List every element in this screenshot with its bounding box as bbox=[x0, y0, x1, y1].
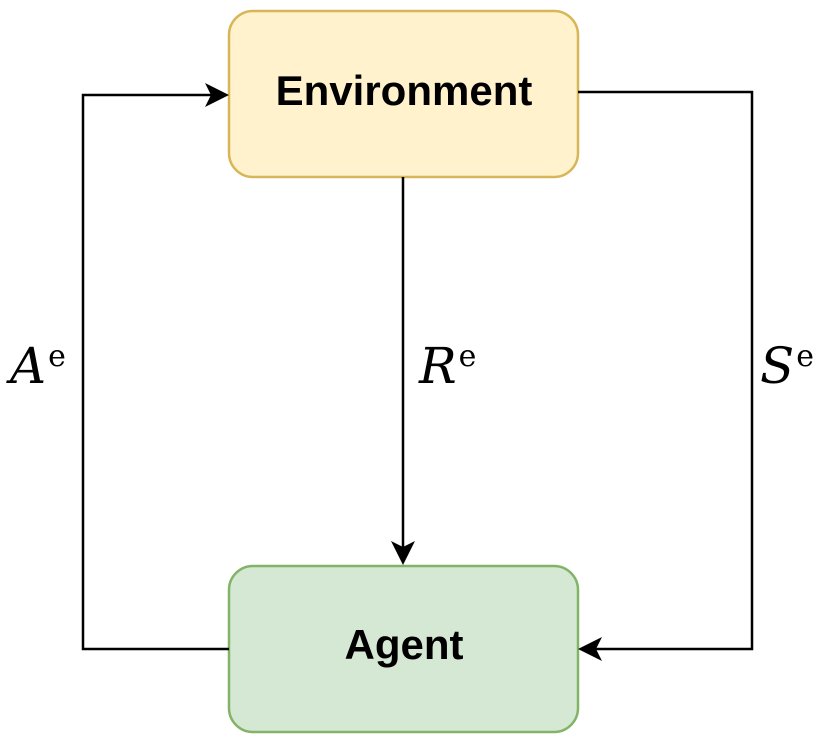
agent-node: Agent bbox=[227, 564, 580, 734]
agent-label: Agent bbox=[345, 621, 464, 668]
reward-edge: Re bbox=[391, 177, 476, 565]
state-edge-line bbox=[578, 90, 754, 651]
action-edge-line bbox=[81, 93, 229, 651]
reward-edge-label: Re bbox=[418, 337, 476, 395]
environment-node: Environment bbox=[227, 9, 580, 179]
action-edge-label: Ae bbox=[6, 337, 66, 395]
action-arrowhead bbox=[205, 83, 229, 107]
state-edge: Se bbox=[578, 90, 814, 661]
state-edge-label: Se bbox=[760, 337, 814, 395]
state-arrowhead bbox=[578, 637, 602, 661]
environment-label: Environment bbox=[276, 67, 533, 114]
reward-arrowhead bbox=[391, 541, 415, 565]
action-edge: Ae bbox=[6, 83, 229, 651]
